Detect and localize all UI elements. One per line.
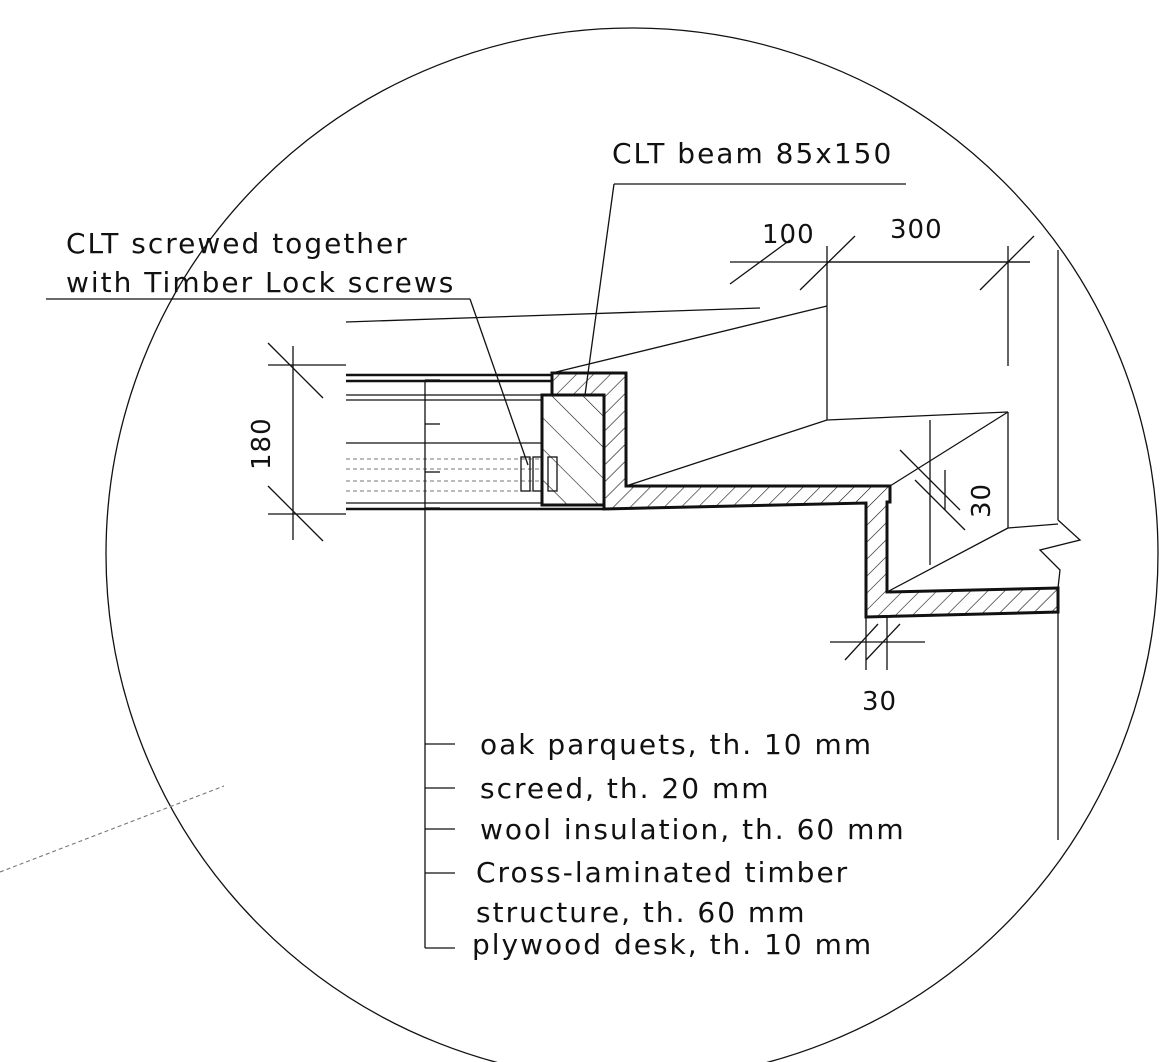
layer-label-oak: oak parquets, th. 10 mm [480, 728, 873, 761]
dimension-100-300 [729, 235, 1035, 366]
detail-leader-dashed [0, 785, 225, 873]
dim-100-label: 100 [762, 220, 815, 250]
floor-layers [346, 373, 604, 511]
dim-300-label: 300 [890, 215, 943, 245]
layer-callout-tree [424, 379, 455, 949]
layer-label-screed: screed, th. 20 mm [480, 772, 771, 805]
dim-180-label: 180 [247, 417, 277, 470]
layer-label-clt-structure: structure, th. 60 mm [476, 896, 806, 929]
dimension-30-right [899, 420, 966, 565]
layer-label-clt: Cross-laminated timber [476, 856, 849, 889]
layer-label-wool: wool insulation, th. 60 mm [480, 813, 906, 846]
beam-leader [584, 183, 906, 396]
detail-circle [105, 27, 1159, 1062]
beam-label: CLT beam 85x150 [612, 137, 893, 170]
dim-30-right-label: 30 [967, 483, 997, 518]
dim-30-bottom-label: 30 [862, 687, 897, 717]
dimension-180 [267, 342, 346, 542]
screwed-label-line2: with Timber Lock screws [66, 266, 455, 299]
screwed-label-line1: CLT screwed together [66, 227, 409, 260]
layer-label-plywood: plywood desk, th. 10 mm [472, 928, 873, 961]
screwed-leader [46, 298, 529, 466]
dimension-30-bottom [830, 617, 925, 670]
clt-beam [540, 393, 606, 507]
